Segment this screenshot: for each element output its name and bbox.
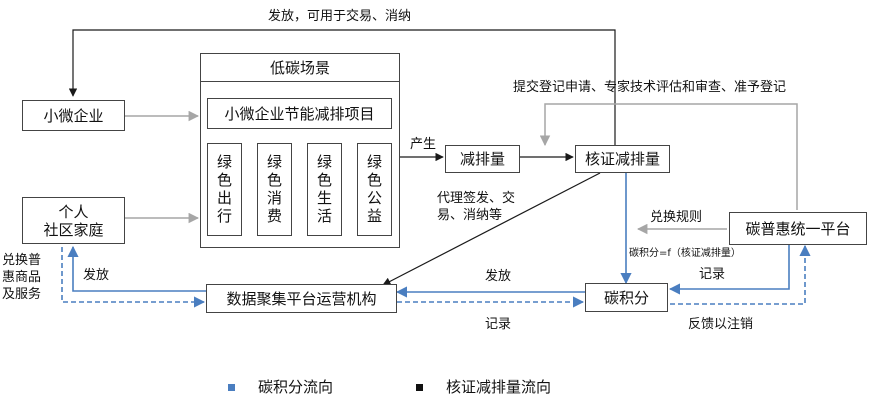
green-charity-box: 绿色公益 <box>357 143 392 236</box>
node-carbon-platform: 碳普惠统一平台 <box>729 212 867 245</box>
label-redeem-1: 兑换普 <box>2 253 42 268</box>
node-small-micro-enterprise: 小微企业 <box>22 100 125 131</box>
label-redeem-2: 惠商品 <box>2 270 42 285</box>
node-community-label: 社区家庭 <box>43 220 104 239</box>
node-verified-reduction: 核证减排量 <box>575 145 670 173</box>
low-carbon-scenario-title: 低碳场景 <box>200 53 400 82</box>
label-issue-trade-cancel: 发放，可用于交易、消纳 <box>268 9 412 24</box>
arrow-platform-register <box>539 103 798 210</box>
arrow-platform-record <box>668 245 790 295</box>
arrow-individual-redeem <box>61 247 206 308</box>
node-data-operator: 数据聚集平台运营机构 <box>206 284 397 313</box>
arrow-operator-to-individual <box>67 245 206 292</box>
arrow-feedback-cancel <box>670 244 811 305</box>
green-life-box: 绿色生活 <box>307 143 342 236</box>
arrow-issue-to-enterprise <box>68 29 616 146</box>
green-consumption-box: 绿色消费 <box>257 143 292 236</box>
legend-points-label: 碳积分流向 <box>258 378 334 396</box>
label-agent-issue-1: 代理签发、交 <box>437 191 516 206</box>
label-exchange-rule: 兑换规则 <box>650 210 703 225</box>
energy-saving-project: 小微企业节能减排项目 <box>207 98 392 129</box>
green-charity-label: 绿色公益 <box>365 153 383 226</box>
arrow-verified-to-operator <box>382 172 601 286</box>
label-issue-left: 发放 <box>83 268 110 283</box>
legend-verified-swatch <box>416 384 423 391</box>
label-record-bottom: 记录 <box>485 317 512 332</box>
label-feedback-cancel: 反馈以注销 <box>688 317 754 332</box>
node-emission-reduction: 减排量 <box>445 145 520 173</box>
green-travel-box: 绿色出行 <box>207 143 242 236</box>
label-agent-issue-2: 易、消纳等 <box>437 208 503 223</box>
label-produce: 产生 <box>410 137 437 152</box>
green-consumption-label: 绿色消费 <box>265 153 283 226</box>
label-submit-register: 提交登记申请、专家技术评估和审查、准予登记 <box>513 80 787 95</box>
node-carbon-points: 碳积分 <box>585 283 668 312</box>
label-record-right: 记录 <box>699 267 726 282</box>
legend-verified-label: 核证减排量流向 <box>446 378 552 396</box>
green-life-label: 绿色生活 <box>315 153 333 226</box>
node-individual-label: 个人 <box>58 202 89 221</box>
label-redeem-3: 及服务 <box>2 287 42 302</box>
label-formula: 碳积分=f（核证减排量） <box>629 248 741 259</box>
legend-points-swatch <box>228 384 235 391</box>
green-travel-label: 绿色出行 <box>215 153 233 226</box>
node-individual-community: 个人 社区家庭 <box>22 197 125 244</box>
label-issue-middle: 发放 <box>485 269 512 284</box>
